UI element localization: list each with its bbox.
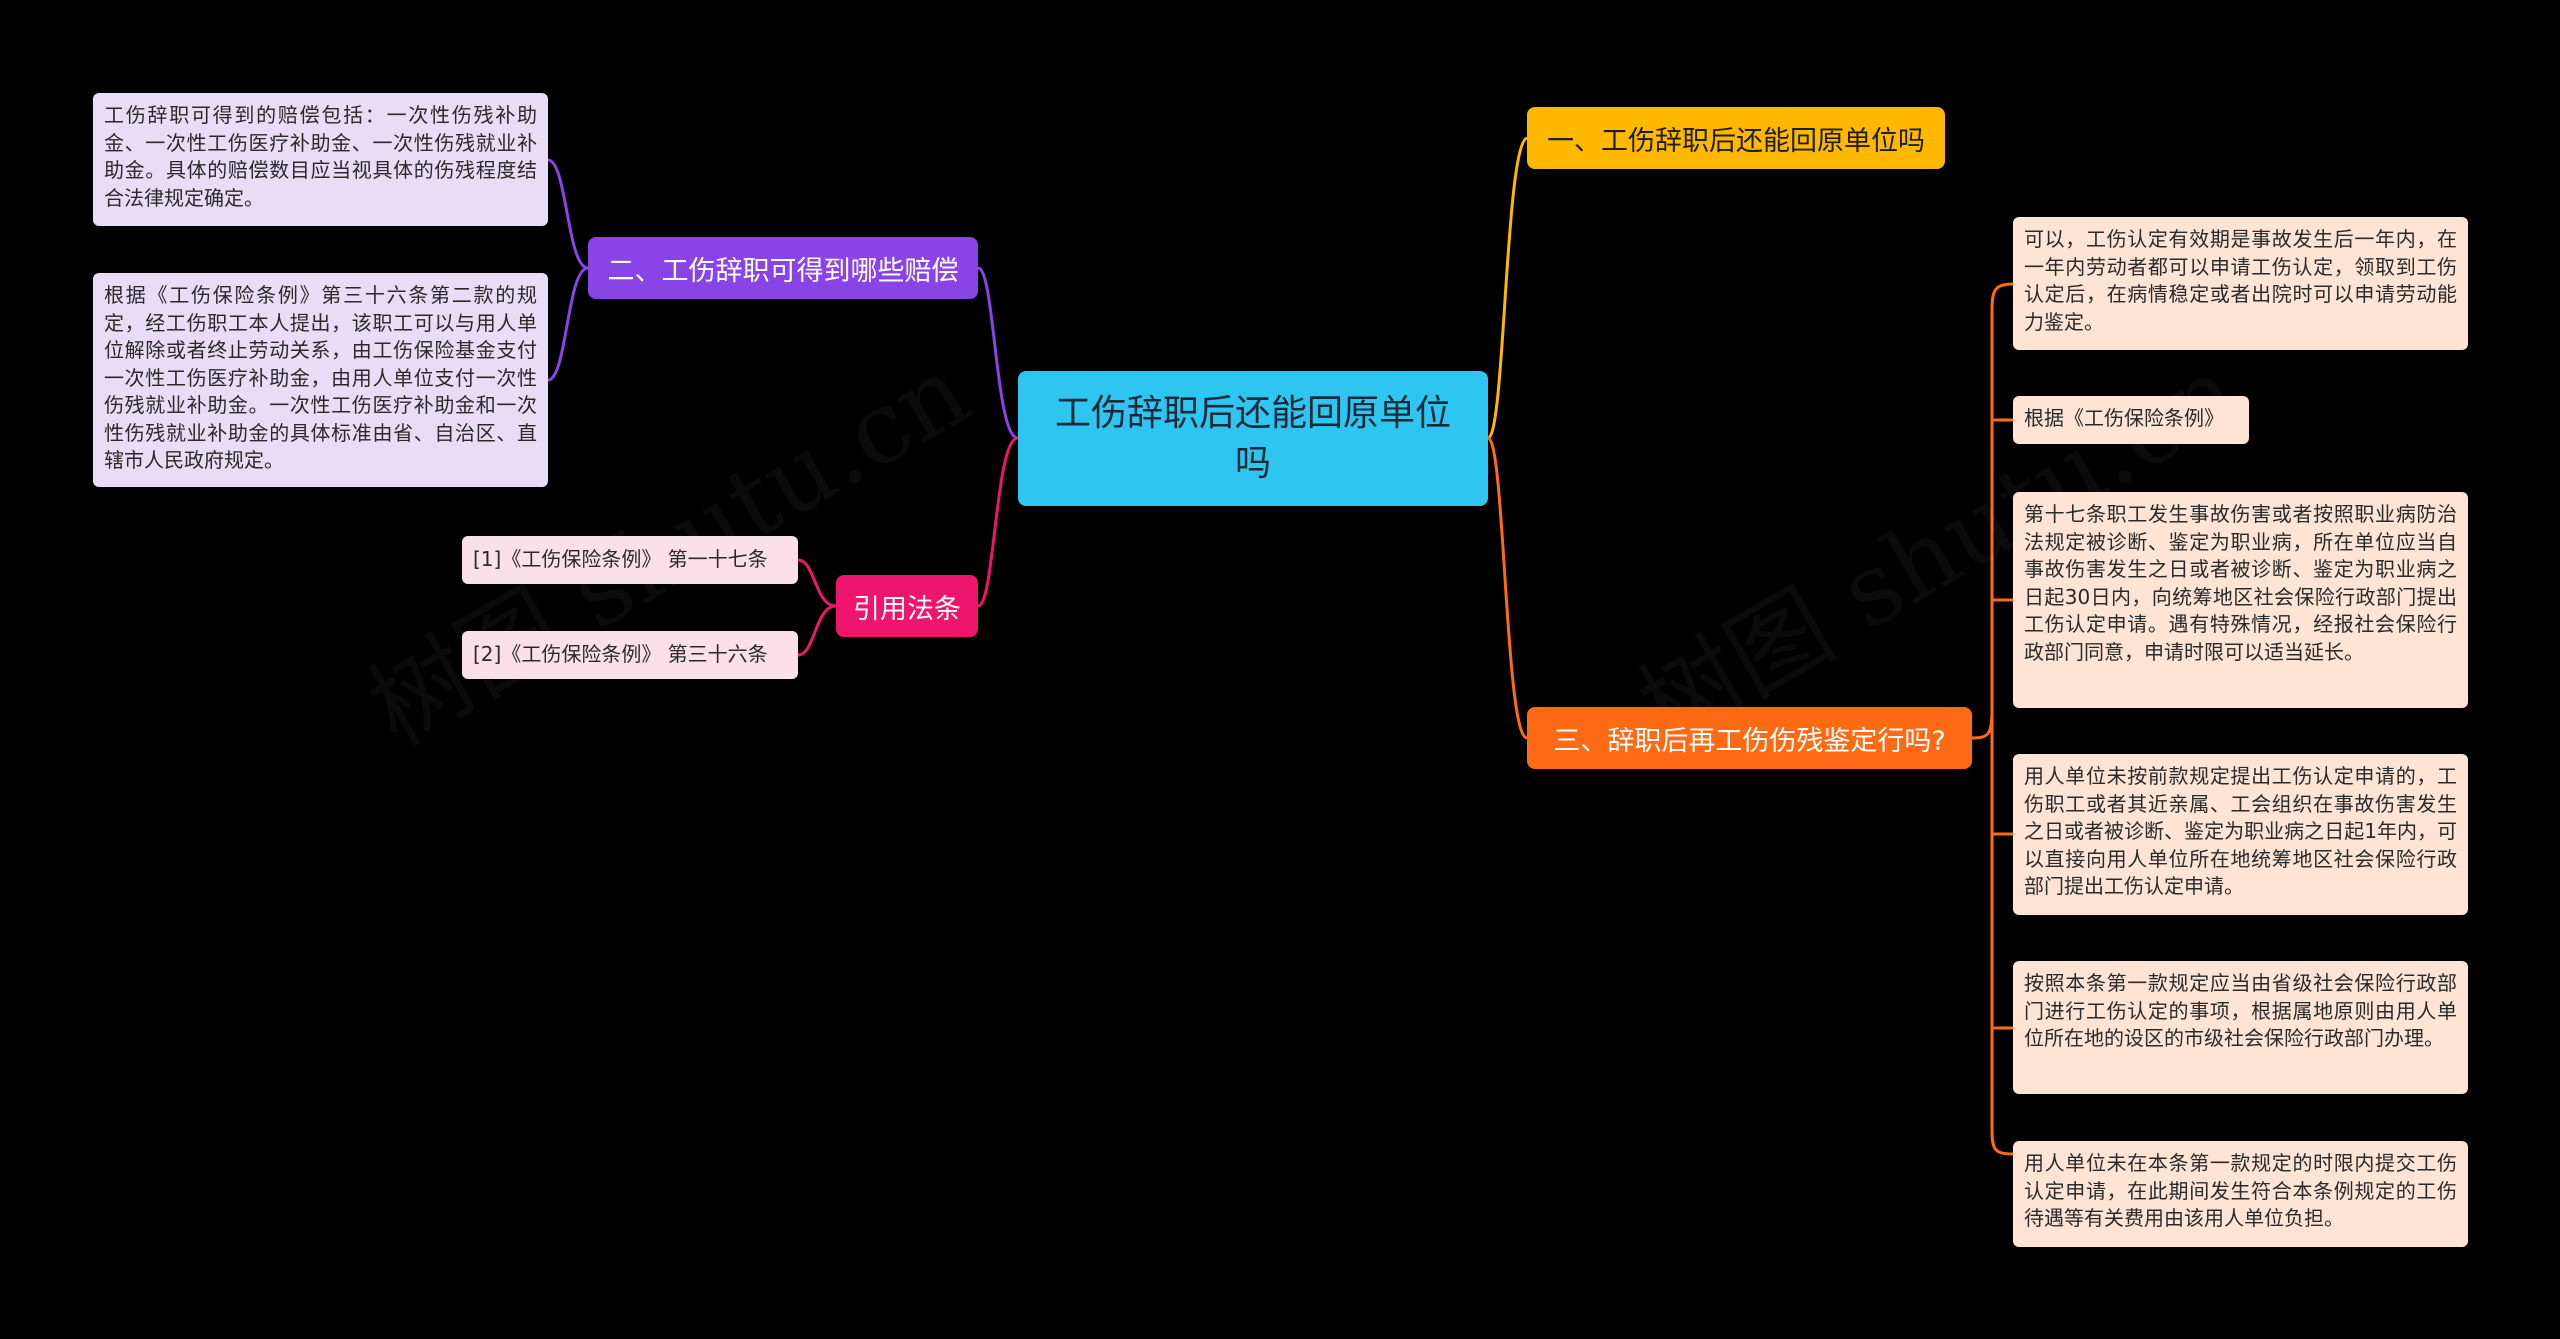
branch-3-topic[interactable]: 三、辞职后再工伤伤残鉴定行吗? xyxy=(1527,707,1972,769)
link-b2-leaf1 xyxy=(547,158,589,270)
branch-3-leaf-3[interactable]: 第十七条职工发生事故伤害或者按照职业病防治法规定被诊断、鉴定为职业病，所在单位应… xyxy=(2013,492,2468,708)
citation-topic[interactable]: 引用法条 xyxy=(836,575,978,637)
leaf-text: 根据《工伤保险条例》 xyxy=(2024,406,2224,430)
link-root-cite xyxy=(977,436,1019,608)
branch-3-leaf-4[interactable]: 用人单位未按前款规定提出工伤认定申请的，工伤职工或者其近亲属、工会组织在事故伤害… xyxy=(2013,754,2468,915)
leaf-text: 用人单位未按前款规定提出工伤认定申请的，工伤职工或者其近亲属、工会组织在事故伤害… xyxy=(2024,764,2457,898)
citation-leaf-2[interactable]: [2]《工伤保险条例》 第三十六条 xyxy=(462,631,798,679)
leaf-text: 按照本条第一款规定应当由省级社会保险行政部门进行工伤认定的事项，根据属地原则由用… xyxy=(2024,971,2457,1050)
branch-3-leaf-5[interactable]: 按照本条第一款规定应当由省级社会保险行政部门进行工伤认定的事项，根据属地原则由用… xyxy=(2013,961,2468,1094)
branch-3-label: 三、辞职后再工伤伤残鉴定行吗? xyxy=(1553,725,1946,757)
branch-1-topic[interactable]: 一、工伤辞职后还能回原单位吗 xyxy=(1527,107,1945,169)
root-topic-label: 工伤辞职后还能回原单位吗 xyxy=(1054,392,1451,484)
leaf-text: 第十七条职工发生事故伤害或者按照职业病防治法规定被诊断、鉴定为职业病，所在单位应… xyxy=(2024,502,2457,664)
branch-3-leaf-1[interactable]: 可以，工伤认定有效期是事故发生后一年内，在一年内劳动者都可以申请工伤认定，领取到… xyxy=(2013,217,2468,350)
link-root-b2 xyxy=(977,266,1019,440)
branch-2-leaf-2[interactable]: 根据《工伤保险条例》第三十六条第二款的规定，经工伤职工本人提出，该职工可以与用人… xyxy=(93,273,548,487)
root-topic[interactable]: 工伤辞职后还能回原单位吗 xyxy=(1018,371,1488,506)
leaf-text: 用人单位未在本条第一款规定的时限内提交工伤认定申请，在此期间发生符合本条例规定的… xyxy=(2024,1151,2457,1230)
branch-2-label: 二、工伤辞职可得到哪些赔偿 xyxy=(607,255,959,287)
branch-2-leaf-1[interactable]: 工伤辞职可得到的赔偿包括：一次性伤残补助金、一次性工伤医疗补助金、一次性伤残就业… xyxy=(93,93,548,226)
branch-3-leaf-6[interactable]: 用人单位未在本条第一款规定的时限内提交工伤认定申请，在此期间发生符合本条例规定的… xyxy=(2013,1141,2468,1247)
link-cite-leaf1 xyxy=(797,558,837,608)
leaf-text: [2]《工伤保险条例》 第三十六条 xyxy=(473,642,768,667)
link-root-b3 xyxy=(1486,436,1528,740)
branch-2-topic[interactable]: 二、工伤辞职可得到哪些赔偿 xyxy=(588,237,978,299)
link-b2-leaf2 xyxy=(547,266,589,382)
citation-label: 引用法条 xyxy=(853,593,961,625)
leaf-text: 可以，工伤认定有效期是事故发生后一年内，在一年内劳动者都可以申请工伤认定，领取到… xyxy=(2024,227,2457,334)
link-cite-leaf2 xyxy=(797,604,837,657)
leaf-text: 工伤辞职可得到的赔偿包括：一次性伤残补助金、一次性工伤医疗补助金、一次性伤残就业… xyxy=(104,103,537,210)
link-b3-trunk xyxy=(1971,709,1994,740)
leaf-text: 根据《工伤保险条例》第三十六条第二款的规定，经工伤职工本人提出，该职工可以与用人… xyxy=(104,283,537,472)
branch-1-label: 一、工伤辞职后还能回原单位吗 xyxy=(1547,125,1925,157)
branch-3-leaf-2[interactable]: 根据《工伤保险条例》 xyxy=(2013,396,2249,444)
link-b3-leaves xyxy=(1990,282,2014,1156)
leaf-text: [1]《工伤保险条例》 第一十七条 xyxy=(473,547,768,572)
citation-leaf-1[interactable]: [1]《工伤保险条例》 第一十七条 xyxy=(462,536,798,584)
link-root-b1 xyxy=(1486,136,1529,440)
